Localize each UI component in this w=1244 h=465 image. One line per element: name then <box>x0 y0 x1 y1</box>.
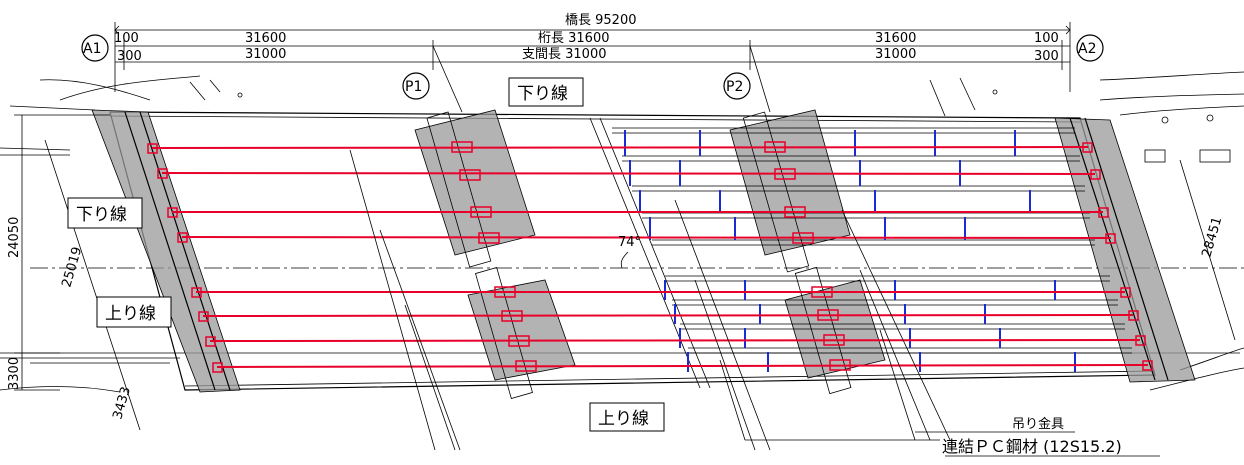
left-dimensions <box>14 114 1236 431</box>
girder-length-center-dim: 桁長 31600 <box>538 31 610 46</box>
label-downline-top: 下り線 <box>508 77 584 107</box>
girder-length-right-dim: 31600 <box>875 31 916 46</box>
hanger-label: 吊り金具 <box>1012 416 1064 432</box>
span-length-right-dim: 31000 <box>875 47 916 62</box>
support-p1-label: P1 <box>405 79 422 95</box>
pc-tendon-lines <box>151 146 1149 368</box>
label-upline-bottom: 上り線 <box>589 402 665 432</box>
end-offset-left-top: 100 <box>114 31 139 46</box>
dimension-lines-top <box>114 22 1071 113</box>
upline-bottom-text: 上り線 <box>598 409 649 429</box>
tendon-anchor-boxes <box>147 141 1153 373</box>
pc-steel-label: 連結ＰＣ鋼材 (12S15.2) <box>942 437 1122 456</box>
width-total-dim: 24050 <box>7 217 22 258</box>
pier-p1-zone-top <box>414 109 536 256</box>
support-a1-label: A1 <box>83 41 101 57</box>
downline-left-text: 下り線 <box>76 205 127 225</box>
span-length-left-dim: 31000 <box>245 47 286 62</box>
bridge-length-dim: 橋長 95200 <box>565 13 637 28</box>
support-p1-marker: P1 <box>402 72 430 100</box>
width-bottom-dim: 3300 <box>7 357 22 390</box>
label-upline-left: 上り線 <box>96 296 172 328</box>
skew-angle-label: 74° <box>618 235 641 250</box>
pier-p1-zone-bottom <box>467 279 576 381</box>
support-a2-label: A2 <box>1078 41 1096 57</box>
support-p2-marker: P2 <box>723 72 751 100</box>
blue-brackets <box>624 130 1076 372</box>
end-offset-left-bottom: 300 <box>117 49 142 64</box>
support-a2-marker: A2 <box>1076 34 1104 62</box>
support-p2-label: P2 <box>726 79 743 95</box>
abutment-a1-zone <box>91 109 241 393</box>
width-skew-dim: 25019 <box>59 245 85 289</box>
width-bottom-skew-dim: 3433 <box>110 385 134 421</box>
span-length-center-dim: 支間長 31000 <box>522 47 607 62</box>
upline-left-text: 上り線 <box>105 304 156 324</box>
end-offset-right-top: 100 <box>1034 31 1059 46</box>
downline-top-text: 下り線 <box>517 84 568 104</box>
abutment-a2-zone <box>1054 117 1196 383</box>
label-downline-left: 下り線 <box>67 197 143 229</box>
leader-lines <box>349 149 1160 457</box>
support-a1-marker: A1 <box>81 34 109 62</box>
pier-p2-zone-top <box>729 109 851 256</box>
girder-length-left-dim: 31600 <box>245 31 286 46</box>
end-offset-right-bottom: 300 <box>1034 49 1059 64</box>
